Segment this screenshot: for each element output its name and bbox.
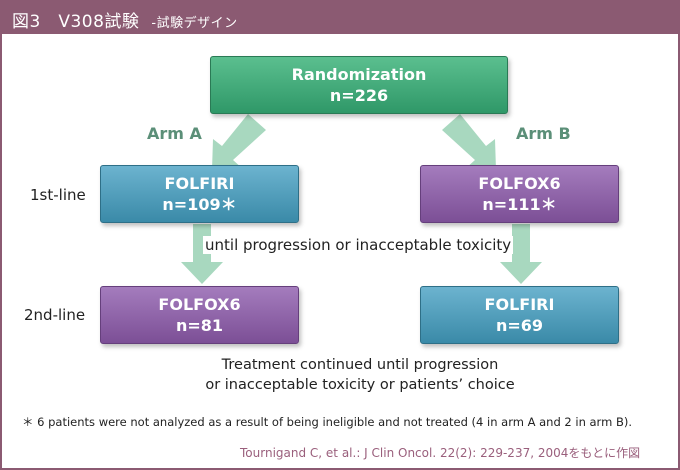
arm-b-label: Arm B	[516, 124, 571, 143]
continuation-note: Treatment continued until progression or…	[160, 355, 560, 395]
arm-b-first-line-box: FOLFOX6 n=111＊	[420, 165, 619, 223]
arrow-arm-a-down	[181, 224, 223, 284]
arm-a-first-line-regimen: FOLFIRI	[164, 174, 235, 193]
second-line-label: 2nd-line	[24, 306, 86, 324]
exclusion-footnote: ＊ 6 patients were not analyzed as a resu…	[22, 415, 632, 429]
figure-title-text: 図3 V308試験	[12, 12, 140, 32]
arm-b-second-line-box: FOLFIRI n=69	[420, 286, 619, 344]
arm-b-first-line-count: n=111＊	[482, 195, 557, 214]
source-citation: Tournigand C, et al.: J Clin Oncol. 22(2…	[240, 446, 641, 460]
arm-b-second-line-count: n=69	[495, 316, 544, 335]
arm-a-first-line-count: n=109＊	[162, 195, 237, 214]
continuation-note-line1: Treatment continued until progression	[221, 357, 499, 373]
arm-b-second-line-regimen: FOLFIRI	[484, 295, 555, 314]
arm-a-second-line-count: n=81	[175, 316, 224, 335]
arrow-arm-b-down	[500, 224, 542, 284]
figure-title: 図3 V308試験 -試験デザイン	[12, 7, 238, 32]
arm-a-label: Arm A	[147, 124, 202, 143]
figure-header: 図3 V308試験 -試験デザイン	[2, 2, 678, 34]
arrow-to-arm-a	[212, 114, 266, 170]
figure-subtitle: -試験デザイン	[151, 16, 238, 31]
randomization-count: n=226	[329, 86, 389, 105]
randomization-label: Randomization	[291, 65, 427, 84]
continuation-note-line2: or inacceptable toxicity or patients’ ch…	[205, 377, 515, 393]
arrow-to-arm-b	[442, 114, 496, 170]
first-line-label: 1st-line	[30, 186, 86, 204]
randomization-box: Randomization n=226	[210, 56, 508, 114]
arm-a-second-line-regimen: FOLFOX6	[158, 295, 241, 314]
progression-note: until progression or inacceptable toxici…	[203, 236, 514, 254]
arm-a-first-line-box: FOLFIRI n=109＊	[100, 165, 299, 223]
arm-b-first-line-regimen: FOLFOX6	[478, 174, 561, 193]
arm-a-second-line-box: FOLFOX6 n=81	[100, 286, 299, 344]
